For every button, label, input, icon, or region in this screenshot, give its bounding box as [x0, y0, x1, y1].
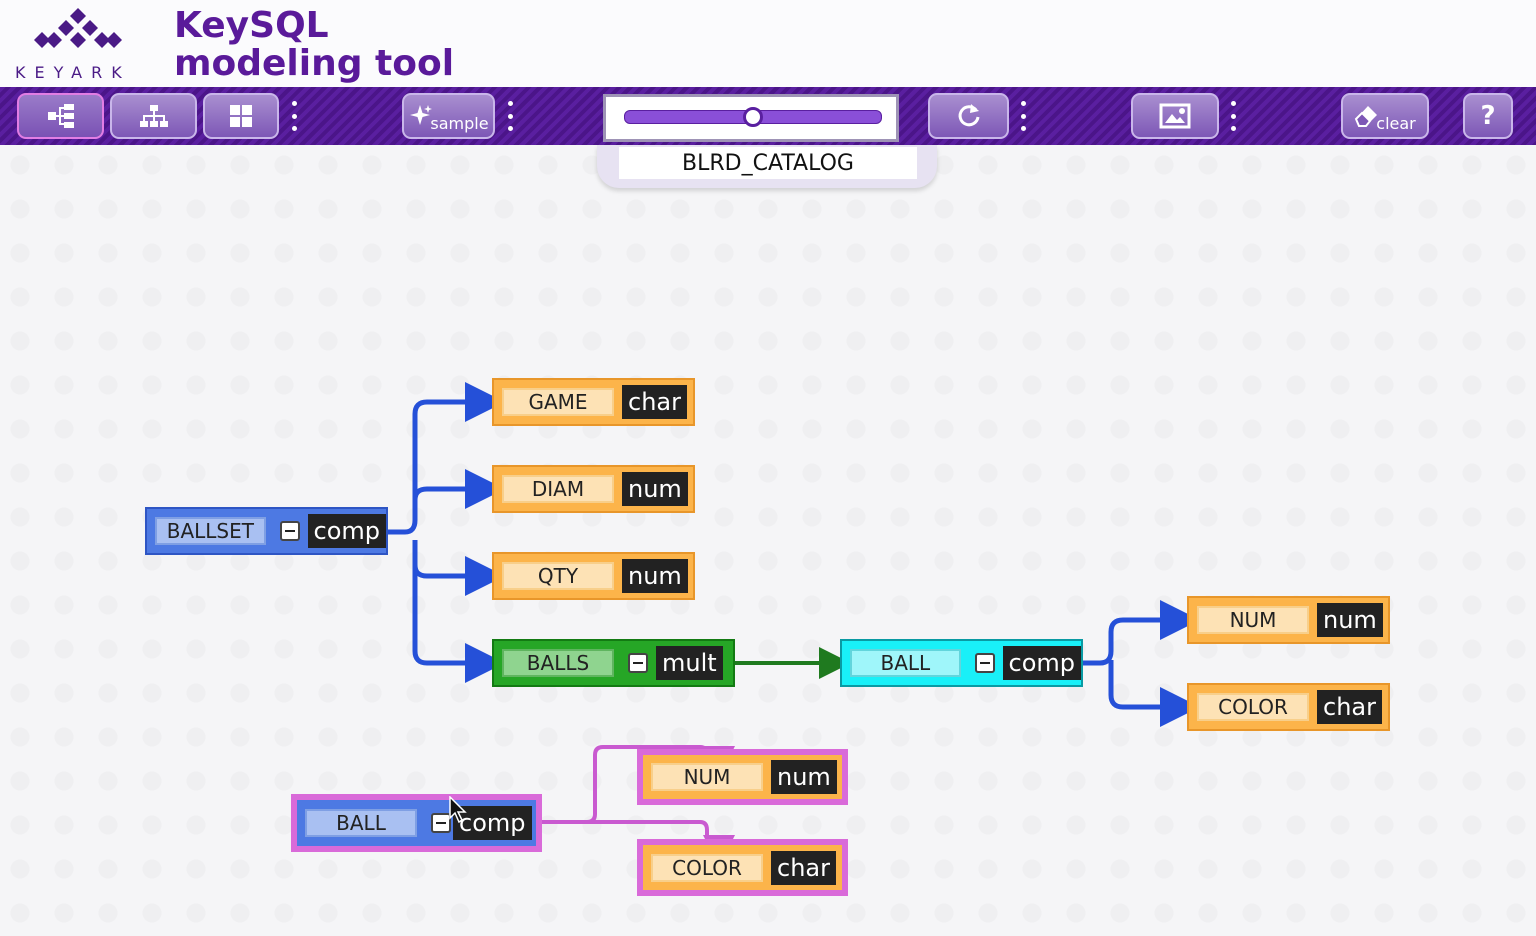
sample-button-label: sample [430, 113, 489, 133]
tree-view-icon [47, 104, 74, 128]
edge-ballset-game [387, 382, 505, 535]
view-menu-kebab-icon[interactable] [290, 101, 298, 131]
node-qty[interactable]: QTY num [492, 552, 695, 600]
collapse-icon[interactable] [279, 521, 300, 541]
node-type: comp [1002, 646, 1081, 680]
zoom-slider-thumb[interactable] [743, 107, 763, 127]
sample-button[interactable]: sample [402, 93, 495, 139]
node-ball2-num[interactable]: NUM num [637, 749, 848, 805]
node-name: BALLS [502, 649, 614, 677]
edge-ball-num [1082, 600, 1200, 666]
node-game[interactable]: GAME char [492, 378, 695, 426]
node-type: char [1317, 690, 1382, 724]
node-type: num [771, 760, 837, 794]
node-ball-selected[interactable]: BALL comp [291, 794, 542, 852]
node-type: num [622, 559, 688, 593]
node-type: num [1317, 603, 1383, 637]
node-type: char [622, 385, 687, 419]
node-name: BALL [850, 649, 961, 677]
node-name: GAME [502, 388, 614, 416]
sparkle-icon [410, 105, 433, 125]
collapse-icon[interactable] [431, 813, 451, 833]
app-title-line1: KeySQL [174, 5, 329, 46]
edge-ballset-diam [412, 469, 505, 509]
catalog-name[interactable]: BLRD_CATALOG [619, 147, 917, 179]
node-name: BALL [305, 809, 417, 837]
clear-button[interactable]: clear [1341, 93, 1429, 139]
node-ball2-color[interactable]: COLOR char [637, 839, 848, 896]
node-type: char [771, 850, 836, 885]
node-ball-color[interactable]: COLOR char [1187, 683, 1390, 731]
tree-view-button[interactable] [17, 93, 104, 139]
export-image-button[interactable] [1131, 93, 1219, 139]
collapse-icon[interactable] [628, 653, 648, 673]
catalog-tab: BLRD_CATALOG [597, 145, 937, 188]
node-ballset[interactable]: BALLSET comp [145, 507, 388, 555]
image-menu-kebab-icon[interactable] [1229, 101, 1237, 131]
node-name: NUM [651, 763, 763, 791]
edge-ball-color [1108, 660, 1200, 727]
zoom-slider-track[interactable] [624, 107, 882, 127]
node-name: QTY [502, 562, 614, 590]
keyark-logo-icon [34, 8, 122, 48]
clear-button-label: clear [1376, 113, 1416, 133]
node-ball-num[interactable]: NUM num [1187, 596, 1390, 644]
refresh-button[interactable] [928, 93, 1009, 139]
node-name: COLOR [1197, 693, 1309, 721]
sample-menu-kebab-icon[interactable] [506, 101, 514, 131]
node-name: DIAM [502, 475, 614, 503]
node-type: comp [307, 514, 386, 548]
node-name: COLOR [651, 853, 763, 882]
refresh-menu-kebab-icon[interactable] [1019, 101, 1027, 131]
grid-view-button[interactable] [203, 93, 279, 139]
node-type: comp [453, 806, 532, 840]
grid-icon [230, 105, 252, 127]
mouse-cursor-icon [449, 796, 467, 824]
eraser-icon [1355, 106, 1378, 127]
node-diam[interactable]: DIAM num [492, 465, 695, 513]
hierarchy-icon [139, 105, 168, 127]
collapse-icon[interactable] [974, 653, 995, 673]
hierarchy-view-button[interactable] [110, 93, 197, 139]
node-name: BALLSET [155, 517, 266, 545]
zoom-slider-panel [603, 94, 899, 142]
node-ball[interactable]: BALL comp [840, 639, 1083, 687]
app-title: KeySQL modeling tool [174, 7, 454, 83]
node-type: num [622, 472, 688, 506]
app-header: KEYARK KeySQL modeling tool [0, 0, 1536, 87]
image-icon [1159, 103, 1191, 129]
help-button[interactable]: ? [1463, 93, 1513, 139]
app-title-line2: modeling tool [174, 43, 455, 84]
edge-ballset-balls [412, 560, 505, 683]
refresh-icon [958, 104, 979, 127]
edge-ball2-color [540, 820, 735, 867]
node-balls[interactable]: BALLS mult [492, 639, 735, 687]
logo-wordmark: KEYARK [15, 63, 131, 82]
node-name: NUM [1197, 606, 1309, 634]
node-type: mult [656, 646, 723, 680]
edge-ballset-qty [412, 540, 505, 596]
